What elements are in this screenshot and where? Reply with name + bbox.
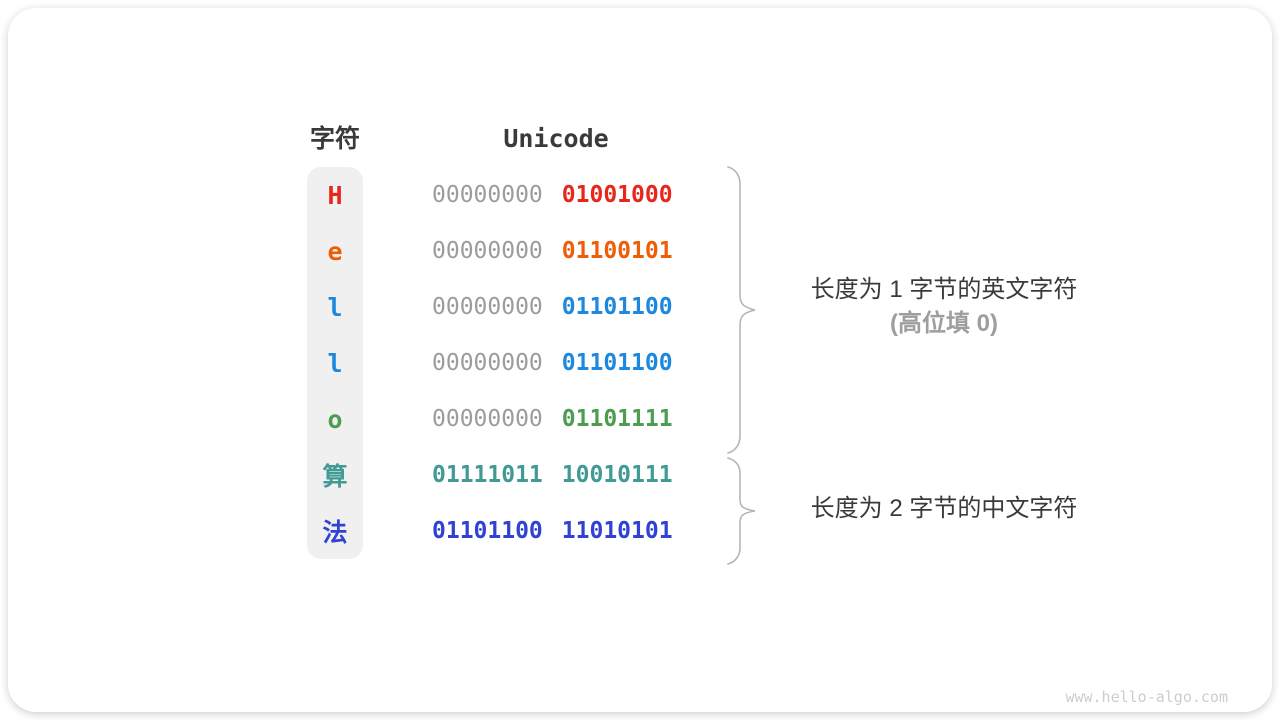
unicode-byte-2: 01101111	[561, 406, 673, 432]
brace-chinese-bytes	[727, 457, 756, 565]
character-cell: l	[327, 292, 343, 322]
unicode-column-header: Unicode	[503, 124, 609, 153]
watermark: www.hello-algo.com	[1065, 688, 1228, 706]
unicode-byte-1: 00000000	[432, 182, 543, 208]
unicode-byte-2: 01001000	[561, 182, 673, 208]
brace-english-bytes	[727, 166, 756, 454]
unicode-byte-1: 00000000	[432, 294, 543, 320]
unicode-byte-2: 01101100	[561, 294, 673, 320]
unicode-byte-2: 01101100	[561, 350, 673, 376]
unicode-byte-2: 01100101	[561, 238, 673, 264]
table-row: o 00000000 01101111	[307, 391, 673, 447]
unicode-byte-2: 10010111	[561, 462, 673, 488]
character-cell: 法	[322, 518, 348, 547]
encoding-rows: H 00000000 01001000 e 00000000 01100101 …	[307, 167, 673, 559]
annotation-english-line1: 长度为 1 字节的英文字符	[810, 276, 1078, 303]
unicode-byte-1: 01111011	[432, 462, 543, 488]
character-cell: e	[327, 236, 343, 266]
unicode-byte-1: 00000000	[432, 238, 543, 264]
figure-card: 字符 Unicode H 00000000 01001000 e 0000000…	[8, 8, 1272, 712]
character-cell: 算	[322, 462, 348, 491]
character-cell: l	[327, 348, 343, 378]
character-cell: H	[327, 180, 343, 210]
table-row: 法 01101100 11010101	[307, 503, 673, 559]
table-row: l 00000000 01101100	[307, 335, 673, 391]
annotation-english-line2: (高位填 0)	[890, 310, 998, 337]
annotation-chinese: 长度为 2 字节的中文字符	[810, 495, 1078, 522]
table-row: l 00000000 01101100	[307, 279, 673, 335]
unicode-byte-1: 01101100	[432, 518, 543, 544]
unicode-byte-1: 00000000	[432, 350, 543, 376]
unicode-byte-2: 11010101	[561, 518, 673, 544]
char-column-background	[307, 167, 363, 559]
char-column-header: 字符	[309, 125, 360, 153]
table-row: H 00000000 01001000	[307, 167, 673, 223]
table-row: e 00000000 01100101	[307, 223, 673, 279]
table-row: 算 01111011 10010111	[307, 447, 673, 503]
annotation-english: 长度为 1 字节的英文字符 (高位填 0)	[744, 273, 1144, 341]
unicode-byte-1: 00000000	[432, 406, 543, 432]
character-cell: o	[327, 404, 343, 434]
